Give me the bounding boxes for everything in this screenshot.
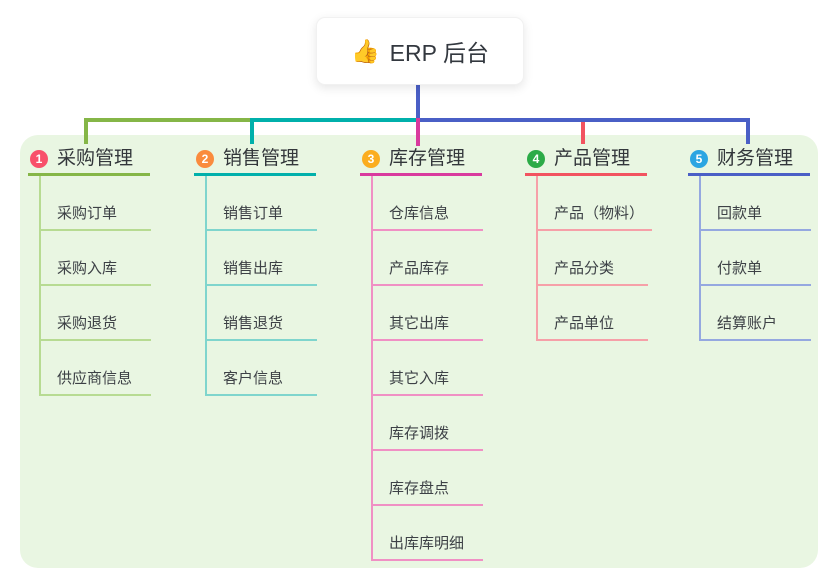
- child-node[interactable]: 产品（物料）: [538, 176, 653, 231]
- child-node[interactable]: 库存调拨: [373, 396, 483, 451]
- branches-panel: [20, 135, 818, 568]
- root-trunk-line: [415, 83, 420, 121]
- child-node[interactable]: 供应商信息: [41, 341, 151, 396]
- child-node[interactable]: 销售订单: [207, 176, 317, 231]
- child-node[interactable]: 产品分类: [538, 231, 648, 286]
- branch-title-5[interactable]: 5 财务管理: [688, 142, 810, 176]
- branch-3-connector-v: [415, 120, 420, 146]
- branch-2-connector-h: [250, 118, 420, 122]
- child-node[interactable]: 结算账户: [701, 286, 811, 341]
- branch-title-1[interactable]: 1 采购管理: [28, 142, 150, 176]
- root-node[interactable]: 👍 ERP 后台: [316, 17, 524, 85]
- child-node[interactable]: 销售出库: [207, 231, 317, 286]
- branch-2: 2 销售管理销售订单销售出库销售退货客户信息: [194, 142, 317, 396]
- child-node[interactable]: 客户信息: [207, 341, 317, 396]
- branch-4: 4 产品管理产品（物料）产品分类产品单位: [525, 142, 653, 341]
- branch-5-connector-h: [415, 118, 750, 122]
- branch-children-1: 采购订单采购入库采购退货供应商信息: [39, 176, 151, 396]
- branch-number-badge: 4: [527, 149, 545, 168]
- branch-title-label: 库存管理: [389, 148, 466, 169]
- branch-3: 3 库存管理仓库信息产品库存其它出库其它入库库存调拨库存盘点出库库明细: [360, 142, 483, 561]
- branch-1-connector-v: [84, 120, 88, 144]
- branch-children-2: 销售订单销售出库销售退货客户信息: [205, 176, 317, 396]
- branch-5: 5 财务管理回款单付款单结算账户: [688, 142, 811, 341]
- branch-5-connector-v: [746, 120, 750, 144]
- branch-children-5: 回款单付款单结算账户: [699, 176, 811, 341]
- branch-4-connector-v: [581, 120, 585, 144]
- branch-title-2[interactable]: 2 销售管理: [194, 142, 316, 176]
- child-node[interactable]: 采购入库: [41, 231, 151, 286]
- child-node[interactable]: 付款单: [701, 231, 811, 286]
- branch-number-badge: 2: [196, 149, 214, 168]
- branch-3-connector-h: [415, 118, 420, 122]
- branch-1: 1 采购管理采购订单采购入库采购退货供应商信息: [28, 142, 151, 396]
- branch-number-badge: 3: [362, 149, 380, 168]
- root-node-label: ERP 后台: [389, 40, 489, 66]
- branch-title-label: 采购管理: [57, 148, 134, 169]
- branch-children-4: 产品（物料）产品分类产品单位: [536, 176, 653, 341]
- child-node[interactable]: 其它出库: [373, 286, 483, 341]
- child-node[interactable]: 销售退货: [207, 286, 317, 341]
- branch-title-label: 财务管理: [717, 148, 794, 169]
- child-node[interactable]: 库存盘点: [373, 451, 483, 506]
- branch-2-connector-v: [250, 120, 254, 144]
- branch-title-label: 销售管理: [223, 148, 300, 169]
- child-node[interactable]: 仓库信息: [373, 176, 483, 231]
- branch-title-label: 产品管理: [554, 148, 631, 169]
- thumbs-up-icon: 👍: [351, 37, 380, 64]
- branch-number-badge: 1: [30, 149, 48, 168]
- child-node[interactable]: 产品单位: [538, 286, 648, 341]
- child-node[interactable]: 回款单: [701, 176, 811, 231]
- child-node[interactable]: 其它入库: [373, 341, 483, 396]
- child-node[interactable]: 产品库存: [373, 231, 483, 286]
- child-node[interactable]: 采购订单: [41, 176, 151, 231]
- branch-title-3[interactable]: 3 库存管理: [360, 142, 482, 176]
- branch-children-3: 仓库信息产品库存其它出库其它入库库存调拨库存盘点出库库明细: [371, 176, 483, 561]
- child-node[interactable]: 出库库明细: [373, 506, 483, 561]
- branch-title-4[interactable]: 4 产品管理: [525, 142, 647, 176]
- child-node[interactable]: 采购退货: [41, 286, 151, 341]
- branch-number-badge: 5: [690, 149, 708, 168]
